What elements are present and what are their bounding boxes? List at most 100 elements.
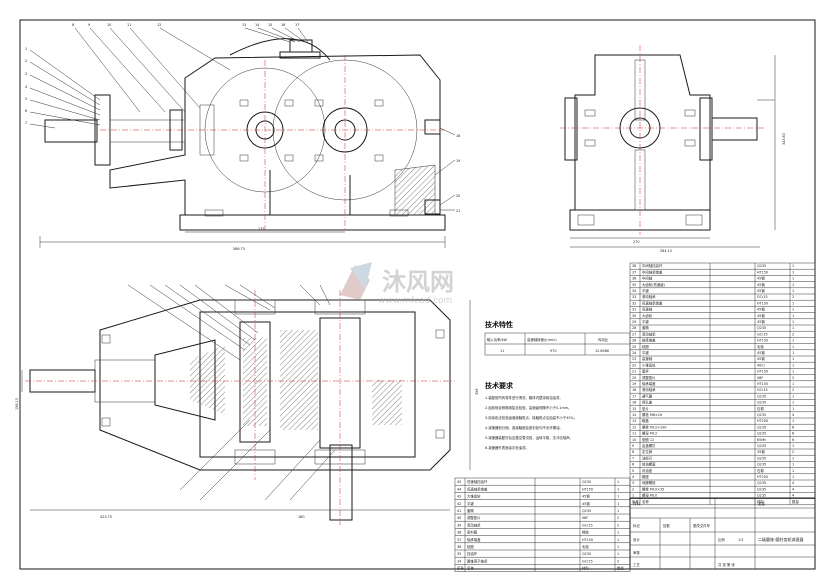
- bom-right-cell: 螺栓 M6×16: [642, 412, 662, 417]
- bom-right-cell: 轴承端盖: [642, 381, 656, 386]
- tech-param-value-1: 970: [550, 349, 556, 353]
- tech-param-value-2: 12.6086: [595, 349, 609, 353]
- bom-left-cell: 41: [457, 509, 461, 513]
- bom-right-cell: 1: [792, 277, 794, 281]
- bom-right-cell: Q235: [757, 394, 766, 398]
- bom-right-cell: 2: [792, 450, 794, 454]
- callout-16: 16: [281, 23, 285, 27]
- bom-right-cell: 2: [632, 487, 634, 491]
- bom-left-cell: 圆锥滚子轴承: [467, 558, 488, 563]
- bom-right-cell: 3: [632, 481, 634, 485]
- plan-height-dim: 358: [475, 389, 479, 395]
- bom-left-cell: 轴承端盖: [467, 537, 481, 542]
- bom-right-header: 材料: [757, 499, 764, 504]
- bom-right-cell: 5: [632, 469, 634, 473]
- bom-right-cell: Q235: [757, 432, 766, 436]
- bom-left-cell: 1: [617, 502, 619, 506]
- bom-left-cell: 40: [457, 516, 461, 520]
- bom-left-cell: 1: [617, 487, 619, 491]
- title-role-2: 工艺: [633, 562, 640, 567]
- bom-right-cell: 石棉: [757, 406, 764, 411]
- bom-left-cell: 35: [457, 552, 461, 556]
- bom-right-cell: HT150: [757, 370, 768, 374]
- bom-right-cell: 油标尺: [642, 455, 653, 460]
- bom-right-cell: 40Cr: [757, 363, 766, 367]
- bom-left-cell: 1: [617, 495, 619, 499]
- bom-left-cell: HT150: [582, 487, 593, 491]
- bom-right-cell: 垫圈 12: [642, 437, 654, 442]
- bom-right-cell: 螺母 M12: [642, 431, 657, 436]
- bom-right-cell: 平键: [642, 288, 649, 293]
- bom-right-cell: HT150: [757, 339, 768, 343]
- bom-right-cell: 30: [632, 314, 636, 318]
- bom-left-cell: 45钢: [582, 501, 590, 506]
- bom-right-cell: 1: [792, 456, 794, 460]
- bom-right-cell: 箱座: [642, 474, 649, 479]
- bom-right-cell: 1: [792, 475, 794, 479]
- title-sheet-label: 共 张 第 张: [718, 562, 735, 567]
- bom-right-cell: 箱盖: [642, 418, 649, 423]
- bom-right-cell: HT200: [757, 419, 768, 423]
- bom-right-cell: Q235: [757, 444, 766, 448]
- bom-right-cell: 1: [792, 283, 794, 287]
- bom-right-cell: 中间轴: [642, 276, 653, 281]
- callout-1: 1: [25, 47, 27, 51]
- bom-right-cell: Q235: [757, 456, 766, 460]
- bom-right-cell: 1: [792, 394, 794, 398]
- front-callouts: 1 2 3 4 5 6 7 8 9 10 11 12 13 14 15 16 1…: [25, 23, 460, 213]
- bom-left-cell: 平键: [467, 501, 474, 506]
- bom-right-cell: 25: [632, 345, 636, 349]
- bom-right-cell: 平键: [642, 350, 649, 355]
- bom-right-cell: 1: [792, 419, 794, 423]
- watermark-brand: 沐风网: [382, 268, 454, 296]
- bom-left-cell: 43: [457, 495, 461, 499]
- title-row-3: 更改文件号: [693, 523, 711, 528]
- bom-left-cell: 45: [457, 480, 461, 484]
- callout-14: 14: [255, 23, 259, 27]
- bom-left-cell: 1: [617, 552, 619, 556]
- bom-right-cell: 11: [632, 432, 636, 436]
- bom-right-cell: 1: [632, 494, 634, 498]
- bom-right-cell: 45钢: [757, 350, 765, 355]
- bom-right-cell: 螺母 M10: [642, 493, 657, 498]
- bom-right-cell: 平键: [642, 319, 649, 324]
- bom-right-cell: 08F: [757, 376, 763, 380]
- bom-left-cell: 2: [617, 516, 619, 520]
- bom-right-cell: 29: [632, 320, 636, 324]
- bom-right-cell: 6: [632, 463, 634, 467]
- bom-right-cell: 37: [632, 270, 636, 274]
- bom-right-cell: 1: [792, 345, 794, 349]
- bom-right-cell: Q235: [757, 413, 766, 417]
- bom-left-cell: 39: [457, 523, 461, 527]
- bom-right-cell: 45钢: [757, 356, 765, 361]
- bom-left-cell: 毛毡: [582, 544, 589, 549]
- callout-12: 12: [157, 23, 161, 27]
- tech-req-item: 1.装配前所有零件进行清洗，箱体内壁涂耐油油漆。: [485, 395, 563, 400]
- bom-right-cell: 9: [632, 444, 634, 448]
- bom-right-cell: 32: [632, 301, 636, 305]
- bom-right-cell: 4: [632, 475, 634, 479]
- callout-19: 19: [456, 159, 460, 163]
- title-scale-label: 比例: [718, 537, 725, 542]
- callout-8: 8: [72, 23, 74, 27]
- bom-right-cell: HT200: [757, 475, 768, 479]
- bom-left-cell: GCr15: [582, 523, 593, 527]
- plan-center-dim: 180: [298, 515, 304, 519]
- bom-right-cell: Q235: [757, 487, 766, 491]
- callout-10: 10: [107, 23, 111, 27]
- watermark-url: www.mfcad.com: [378, 296, 452, 306]
- bom-left-header: 数量: [617, 566, 624, 571]
- bom-left-cell: Q235: [582, 509, 591, 513]
- bom-right-cell: HT150: [757, 382, 768, 386]
- bom-right-cell: 1: [792, 370, 794, 374]
- callout-20: 20: [456, 194, 460, 198]
- bom-right-cell: 1: [792, 314, 794, 318]
- title-block: 材料 重量 标记 处数 更改文件号 设计 审核 工艺 比例 1:5 共 张 第 …: [629, 497, 816, 570]
- tech-params-table: 技术特性 输入功率/kW 高速轴转速/(r/min) 传动比 11 970 12…: [484, 320, 631, 356]
- title-material-label: 材料: [633, 501, 640, 506]
- bom-right-cell: 1: [792, 469, 794, 473]
